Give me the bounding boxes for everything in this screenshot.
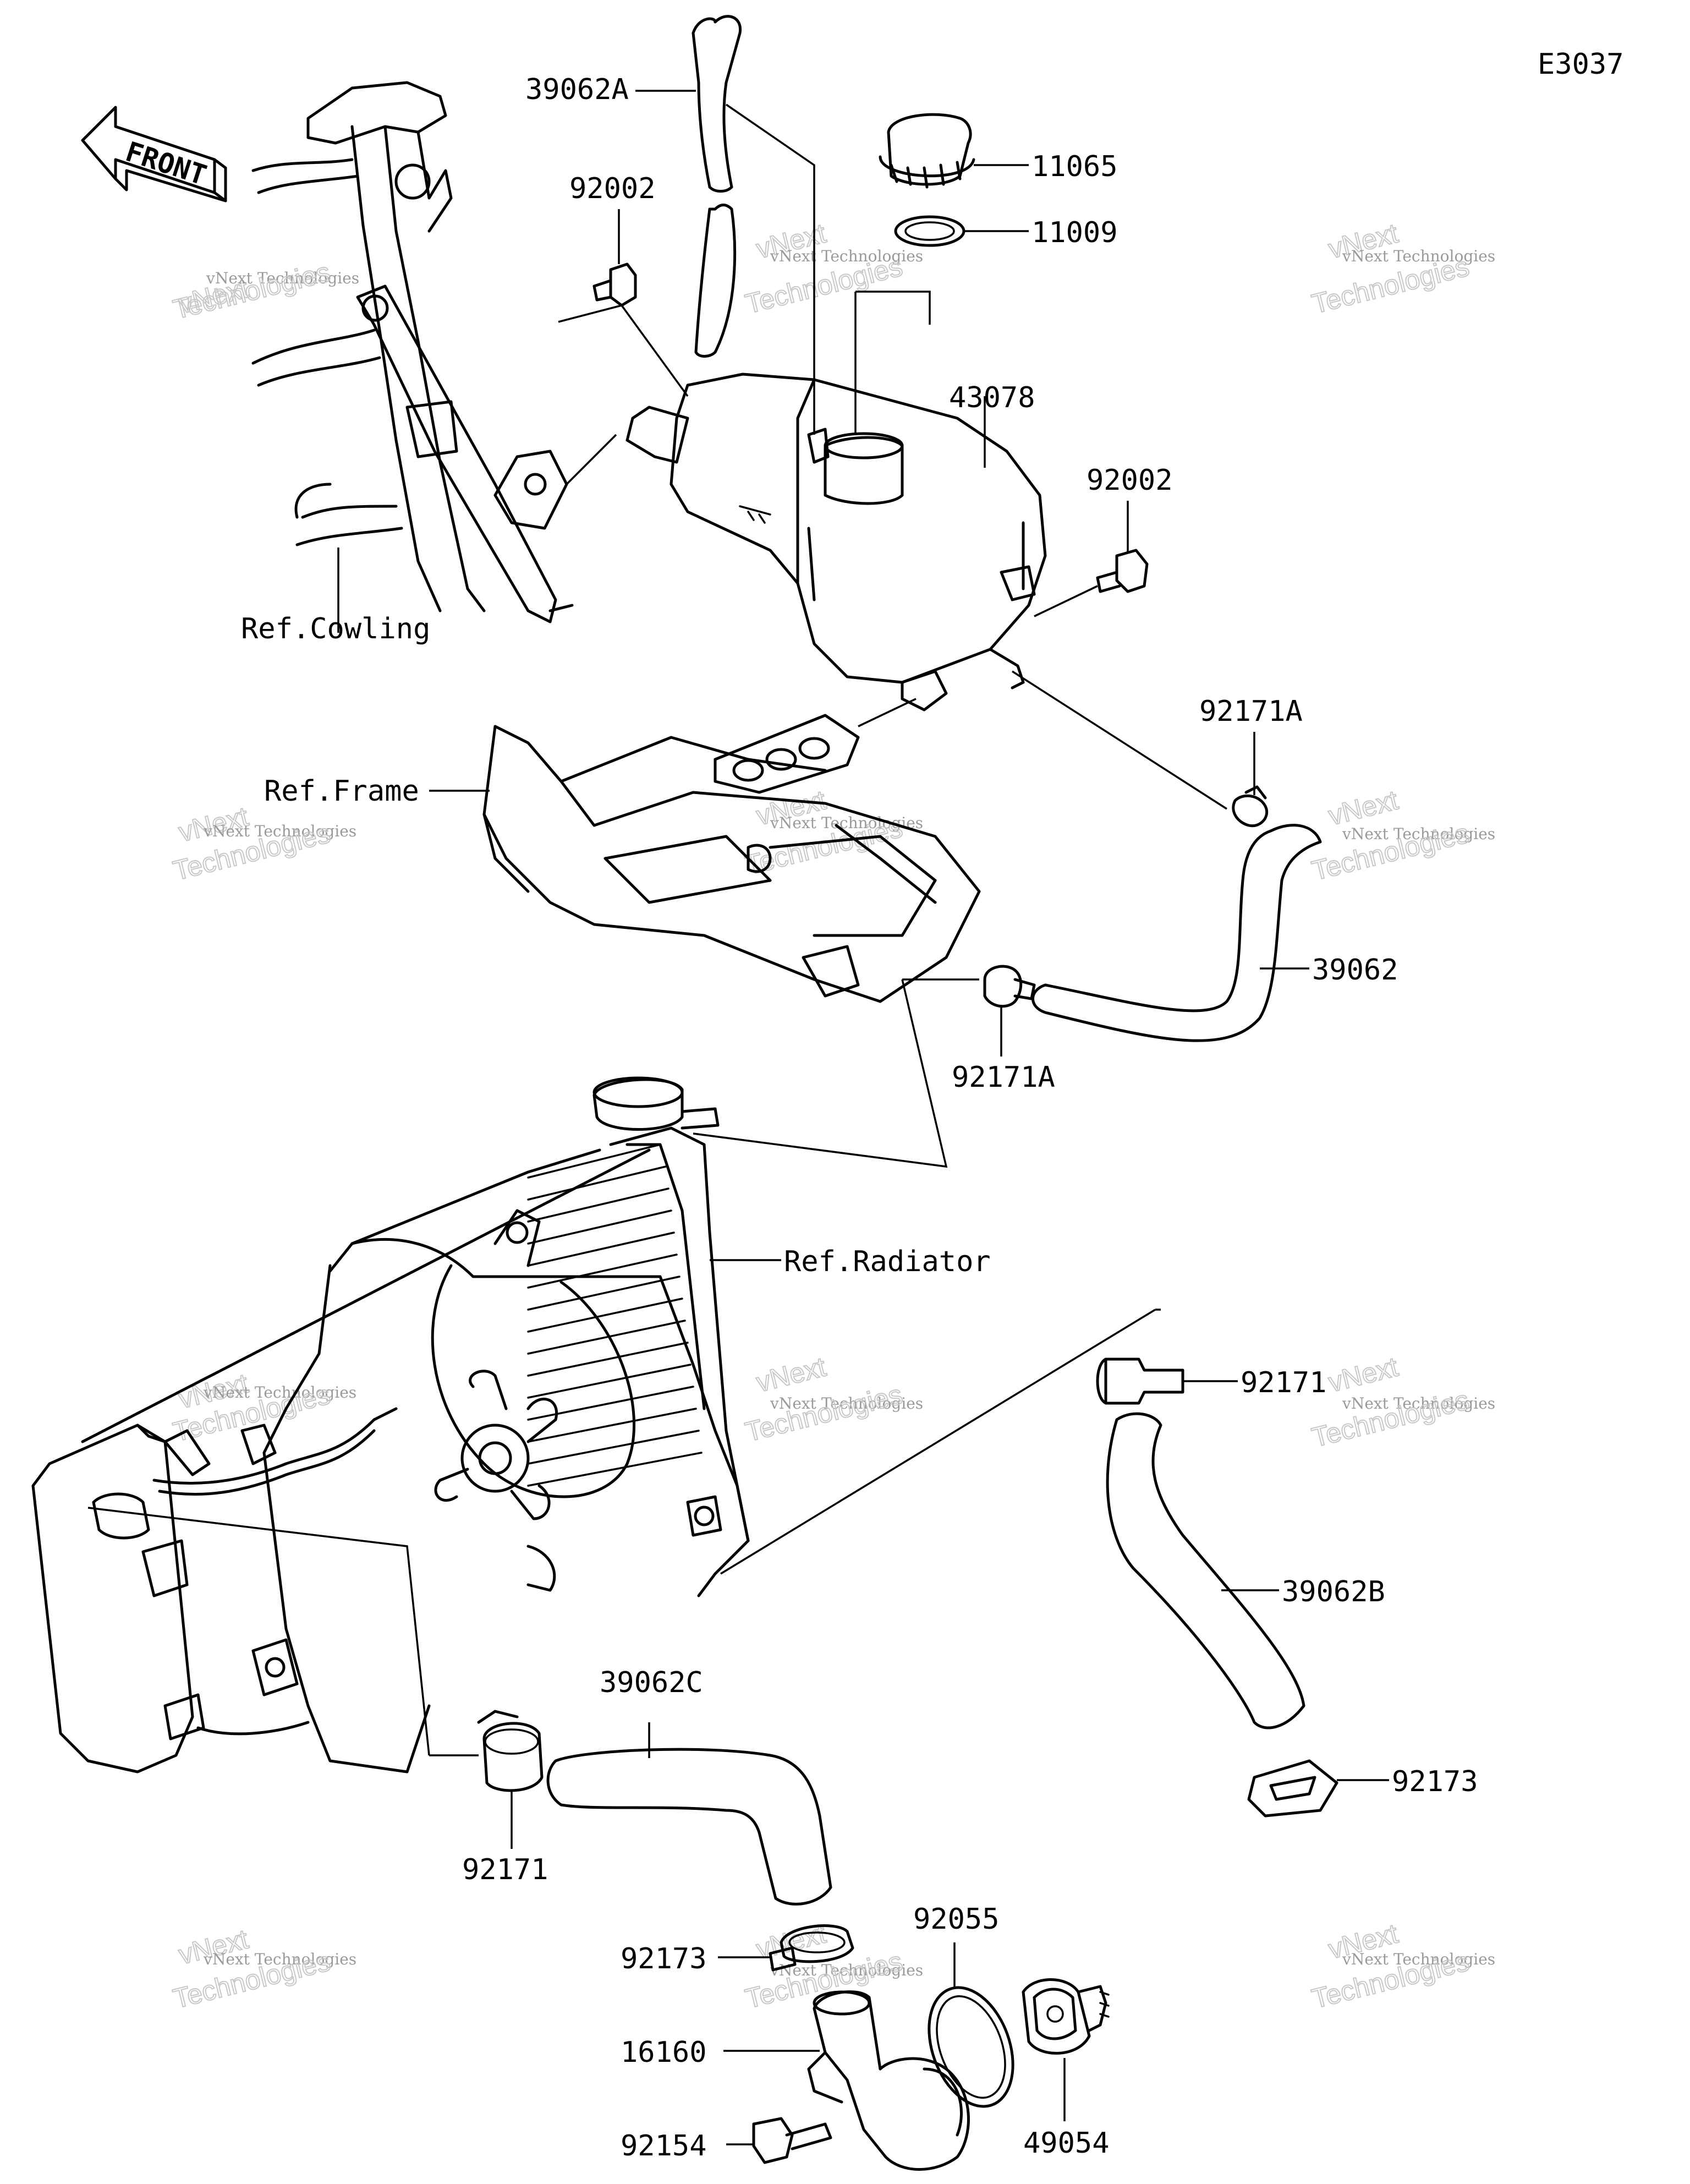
leader-bracket-to-tank [566,434,617,485]
thermostat-49054 [1022,1978,1110,2055]
leader-radiator-outlet [87,1507,430,1756]
label-11065: 11065 [1031,150,1118,183]
watermark-line-1: vNext Technologies [203,822,356,840]
watermark-line-2: vNext [1325,1351,1401,1398]
label-39062C: 39062C [600,1666,703,1699]
bolt-92002-right [1096,549,1149,593]
leader-tank-to-clamp [1012,670,1227,810]
leader-frame-to-tank [858,698,917,727]
frame-section [482,714,981,1003]
o-ring-92055 [928,1986,1014,2108]
seal-11009 [894,215,965,247]
hose-39062B [1106,1412,1305,1729]
label-92173-bottom: 92173 [621,1942,707,1975]
watermark-line-1: vNext Technologies [1342,1394,1495,1413]
label-11009: 11009 [1031,216,1118,249]
label-49054: 49054 [1023,2127,1110,2160]
watermark-line-2: vNext [753,1351,829,1398]
watermark: vNext vNext Technologies Technologies [169,256,359,326]
label-ref-frame: Ref.Frame [264,775,419,808]
watermark: vNext vNext Technologies Technologies [1308,784,1495,886]
watermark: vNext vNext Technologies Technologies [169,1367,356,1448]
watermark-line-1: vNext Technologies [770,247,923,265]
leader-radiator-to-92171 [720,1309,1156,1575]
leader-11009-to-tank [855,291,931,325]
clamp-92173-right [1247,1759,1338,1818]
label-92055: 92055 [913,1903,1000,1936]
watermark-line-1: vNext Technologies [1342,247,1495,265]
label-ref-cowling: Ref.Cowling [241,612,430,645]
bolt-92002-top [592,262,637,307]
label-92173-right: 92173 [1392,1765,1478,1798]
thermostat-housing-16160 [807,1990,970,2171]
watermark: vNext vNext Technologies Technologies [1308,1350,1495,1453]
watermark-line-1: vNext Technologies [770,1394,923,1413]
hose-39062 [1031,824,1322,1042]
label-16160: 16160 [621,2036,707,2069]
watermark-line-2: vNext [1325,784,1401,831]
label-39062B: 39062B [1282,1575,1385,1608]
label-43078: 43078 [949,381,1035,414]
front-arrow-icon: FRONT [81,106,227,202]
leader-39062A-to-tank [726,103,815,435]
clamp-92171A-mid [983,965,1036,1008]
watermark: vNext vNext Technologies Technologies [1308,1917,1495,2015]
watermark-line-1: vNext Technologies [203,1950,356,1968]
label-92002-top: 92002 [569,172,656,205]
label-92171A-top: 92171A [1199,695,1303,728]
watermark-line-1: vNext Technologies [206,269,359,287]
radiator-assembly [31,1076,750,1774]
leader-92002-right-to-tank [1034,585,1098,617]
clamp-92171-left [477,1710,544,1792]
diagram-code: E3037 [1538,48,1624,81]
watermark-line-1: vNext Technologies [203,1383,356,1402]
clamp-92171-right [1096,1358,1184,1405]
bolt-92154 [752,2117,832,2164]
leader-92002-top-to-tank [558,304,689,397]
clamp-92171A-top [1232,785,1269,828]
label-92171-right: 92171 [1241,1366,1327,1399]
watermark: vNext vNext Technologies Technologies [1308,217,1495,320]
watermarks: vNext vNext Technologies Technologies vN… [169,217,1495,2015]
label-92171A-mid: 92171A [952,1061,1055,1094]
leader-hose-to-radiator [693,979,948,1168]
watermark-line-1: vNext Technologies [1342,1950,1495,1968]
clamp-92173-bottom [769,1924,854,1972]
hose-39062C [546,1748,832,1906]
watermark-line-3: Technologies [170,256,333,325]
watermark: vNext vNext Technologies Technologies [169,1923,356,2015]
cap-11065 [879,113,975,189]
label-92171-left: 92171 [462,1853,548,1886]
watermark: vNext vNext Technologies Technologies [742,1917,923,2015]
label-39062A: 39062A [525,73,629,106]
watermark: vNext vNext Technologies Technologies [742,1350,923,1448]
label-ref-radiator: Ref.Radiator [784,1245,991,1278]
reservoir-tank-43078 [625,373,1047,711]
watermark: vNext vNext Technologies Technologies [169,800,356,886]
watermark-line-1: vNext Technologies [1342,825,1495,843]
cowling-bracket [251,81,574,623]
label-92154: 92154 [621,2130,707,2163]
hose-39062A [692,15,742,358]
label-39062: 39062 [1312,954,1398,987]
label-92002-right: 92002 [1087,464,1173,497]
watermark-line-1: vNext Technologies [770,814,923,832]
